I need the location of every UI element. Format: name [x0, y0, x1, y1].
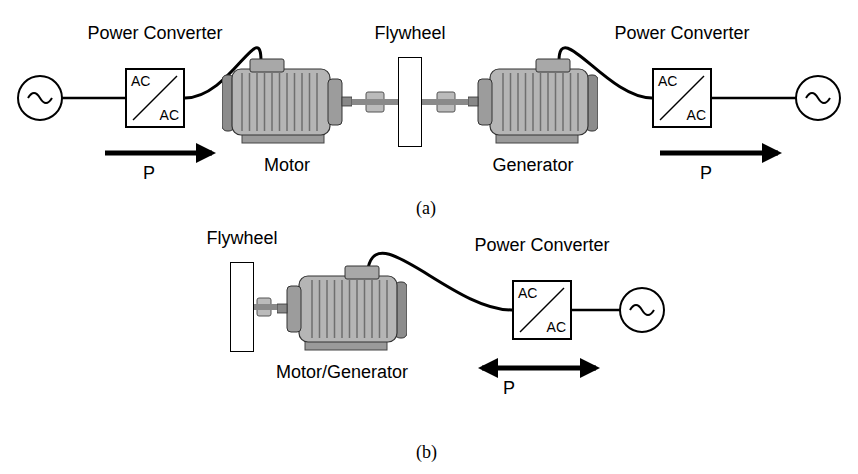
converter-text: AC: [687, 107, 706, 123]
power-flow-arrow: [105, 151, 212, 156]
flywheel-box: Flywheel: [398, 57, 422, 147]
power-converter-box: Power ConverterACAC: [652, 68, 712, 128]
source-wire: [62, 97, 125, 100]
power-flow-arrow: [660, 151, 778, 156]
power-label: P: [143, 163, 155, 184]
ac-source: [796, 76, 840, 120]
node-heading: Flywheel: [374, 23, 445, 44]
node-heading: Flywheel: [206, 228, 277, 249]
drive-shaft: [422, 99, 472, 105]
machine-unit: Motor/Generator: [277, 262, 407, 387]
power-label: P: [503, 378, 515, 399]
node-heading: Power Converter: [614, 23, 749, 44]
machine-label: Motor: [264, 155, 310, 176]
source-wire: [712, 97, 796, 100]
motor-illustration: [277, 262, 407, 354]
converter-text: AC: [518, 285, 537, 301]
flywheel-box: Flywheel: [230, 262, 254, 352]
figure-tag: (a): [416, 198, 436, 219]
source-wire: [572, 309, 620, 312]
converter-text: AC: [547, 319, 566, 335]
converter-text: AC: [658, 73, 677, 89]
ac-source: [18, 76, 62, 120]
figure-tag: (b): [416, 442, 437, 463]
drive-shaft: [348, 99, 398, 105]
motor-illustration: [468, 55, 598, 147]
converter-text: AC: [131, 73, 150, 89]
power-flow-arrow: [482, 366, 596, 371]
power-converter-box: Power ConverterACAC: [125, 68, 185, 128]
ac-source: [620, 288, 664, 332]
motor-illustration: [222, 55, 352, 147]
machine-unit: Generator: [468, 55, 598, 180]
power-label: P: [700, 163, 712, 184]
machine-label: Generator: [492, 155, 573, 176]
machine-unit: Motor: [222, 55, 352, 180]
converter-text: AC: [160, 107, 179, 123]
machine-label: Motor/Generator: [276, 362, 408, 383]
power-converter-box: Power ConverterACAC: [512, 280, 572, 340]
node-heading: Power Converter: [87, 23, 222, 44]
node-heading: Power Converter: [474, 235, 609, 256]
